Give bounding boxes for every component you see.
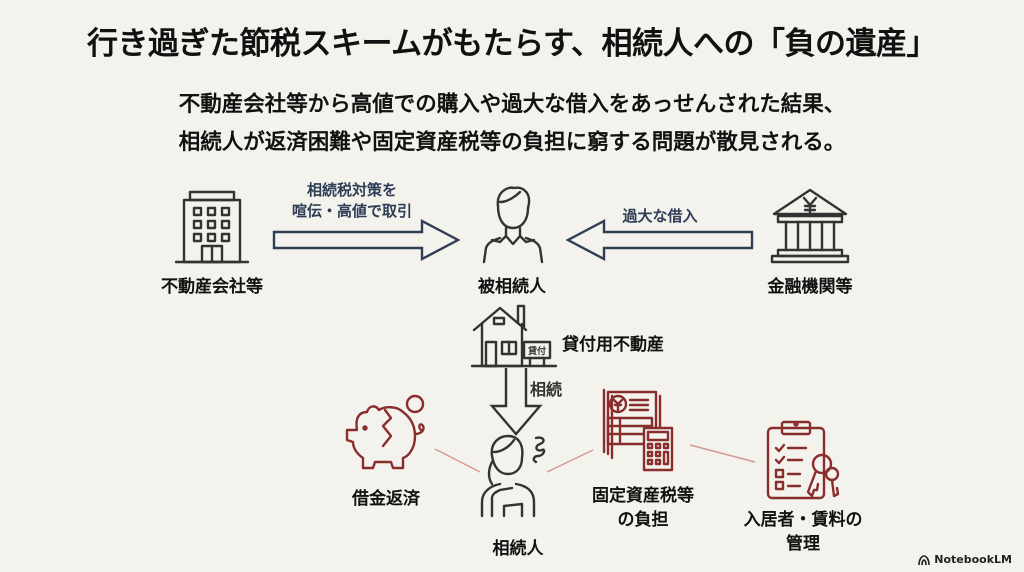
decedent-label: 被相続人 [478,277,546,297]
promotion-arrow-label: 相続税対策を 喧伝・高値で取引 [272,180,432,222]
burden-label-property-tax: 固定資産税等 の負担 [578,484,708,532]
right-arrow-icon [272,219,461,261]
subtitle-line-1: 不動産会社等から高値での購入や過大な借入をあっせんされた結果、 [178,92,846,117]
person-icon [482,186,544,264]
page-title: 行き過ぎた節税スキームがもたらす、相続人への「負の遺産」 [87,26,937,62]
tenant-management-line-2: 管理 [786,534,820,554]
real-estate-company-label: 不動産会社等 [161,277,263,297]
financial-institution-label: 金融機関等 [767,277,853,297]
loan-arrow-label: 過大な借入 [622,207,698,225]
property-tax-line-1: 固定資産税等 [592,486,694,506]
property-tax-line-2: の負担 [617,510,669,530]
notebooklm-logo-icon [918,554,931,565]
promotion-label-line-2: 喧伝・高値で取引 [291,202,412,220]
burden-label-loan-repayment: 借金返済 [352,489,420,509]
clipboard-keys-icon [766,420,840,500]
tax-bill-calculator-icon [602,388,674,472]
burden-label-tenant-management: 入居者・賃料の 管理 [728,508,878,556]
tenant-management-line-1: 入居者・賃料の [743,510,863,530]
subtitle: 不動産会社等から高値での購入や過大な借入をあっせんされた結果、 相続人が返済困難… [0,86,1024,162]
connector-heir-tax [546,449,594,473]
promotion-label-line-1: 相続税対策を [306,181,397,199]
branding-label: NotebookLM [934,553,1012,566]
heir-label: 相続人 [492,539,544,559]
office-building-icon [174,190,250,264]
connector-tax-clipboard [689,444,756,463]
broken-piggy-bank-icon [345,394,425,470]
connector-piggy-heir [434,448,481,473]
inheritance-arrow-label: 相続 [530,380,563,399]
subtitle-line-2: 相続人が返済困難や固定資産税等の負担に窮する問題が散見される。 [178,130,846,155]
worried-person-icon [480,434,546,518]
left-arrow-icon [565,219,754,261]
house-for-rent-icon: 貸付 [470,304,558,368]
rent-sign-text: 貸付 [528,345,546,357]
bank-yen-icon [770,188,850,264]
branding: NotebookLM [918,553,1012,566]
down-arrow-icon [489,368,543,436]
rental-property-label: 貸付用不動産 [562,335,664,355]
